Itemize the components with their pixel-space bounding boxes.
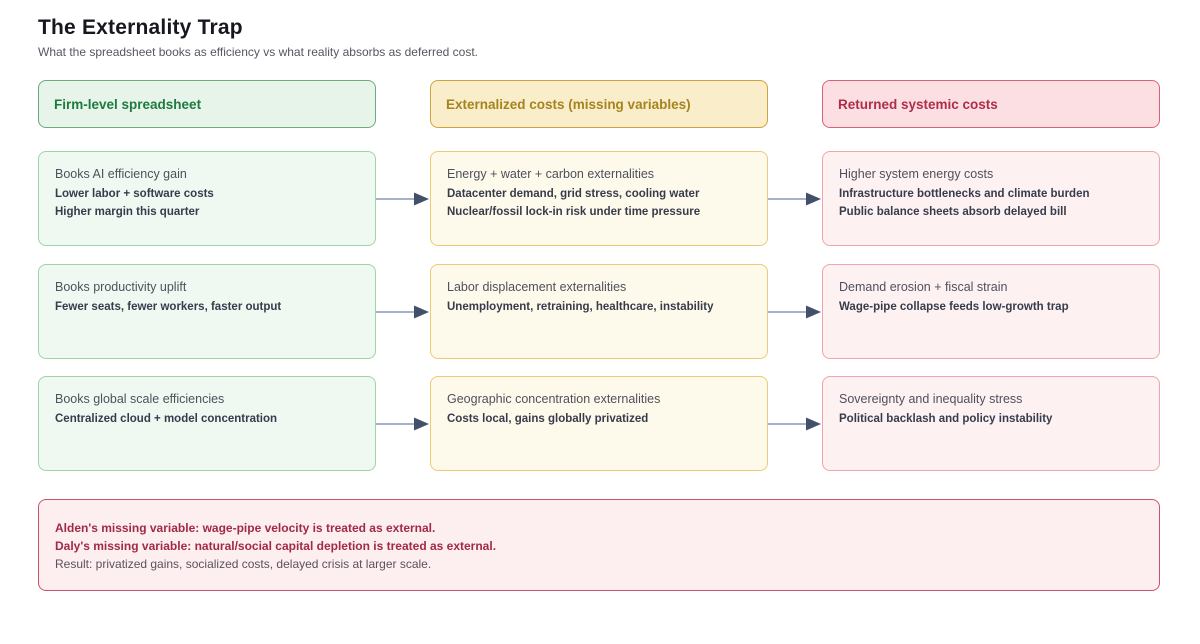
node-returned-row3: Sovereignty and inequality stress Politi… (822, 376, 1160, 471)
node-title: Demand erosion + fiscal strain (839, 280, 1008, 294)
node-title: Labor displacement externalities (447, 280, 627, 294)
flow-row: Books AI efficiency gain Lower labor + s… (38, 151, 1160, 246)
arrow-cell (768, 376, 822, 471)
node-firm-row3: Books global scale efficiencies Centrali… (38, 376, 376, 471)
node-firm-row2: Books productivity uplift Fewer seats, f… (38, 264, 376, 359)
node-title: Books productivity uplift (55, 280, 187, 294)
node-detail: Wage-pipe collapse feeds low-growth trap (839, 301, 1069, 313)
footnote-alden: Alden's missing variable: wage-pipe velo… (55, 521, 436, 535)
arrow-cell (376, 264, 430, 359)
node-detail: Higher margin this quarter (55, 206, 200, 218)
node-detail: Lower labor + software costs (55, 188, 214, 200)
node-detail: Costs local, gains globally privatized (447, 413, 649, 425)
page-subtitle: What the spreadsheet books as efficiency… (38, 45, 479, 59)
node-detail: Centralized cloud + model concentration (55, 413, 278, 425)
header-firm-level-spreadsheet: Firm-level spreadsheet (38, 80, 376, 128)
node-detail: Nuclear/fossil lock-in risk under time p… (447, 206, 701, 218)
node-detail: Political backlash and policy instabilit… (839, 413, 1053, 425)
arrow-cell (376, 376, 430, 471)
node-title: Books AI efficiency gain (55, 167, 187, 181)
node-externalized-row2: Labor displacement externalities Unemplo… (430, 264, 768, 359)
node-detail: Unemployment, retraining, healthcare, in… (447, 301, 714, 313)
header-spacer (376, 80, 430, 128)
node-title: Sovereignty and inequality stress (839, 392, 1023, 406)
arrow-right-icon (376, 305, 429, 318)
header-externalized-costs: Externalized costs (missing variables) (430, 80, 768, 128)
footnote-result: Result: privatized gains, socialized cos… (55, 557, 432, 571)
node-title: Geographic concentration externalities (447, 392, 661, 406)
arrow-cell (768, 264, 822, 359)
node-externalized-row1: Energy + water + carbon externalities Da… (430, 151, 768, 246)
node-detail: Infrastructure bottlenecks and climate b… (839, 188, 1090, 200)
node-externalized-row3: Geographic concentration externalities C… (430, 376, 768, 471)
flow-row: Books global scale efficiencies Centrali… (38, 376, 1160, 471)
node-detail: Fewer seats, fewer workers, faster outpu… (55, 301, 282, 313)
footnote-daly: Daly's missing variable: natural/social … (55, 539, 497, 553)
node-detail: Public balance sheets absorb delayed bil… (839, 206, 1067, 218)
arrow-right-icon (376, 417, 429, 430)
arrow-right-icon (768, 417, 821, 430)
header-spacer (768, 80, 822, 128)
arrow-right-icon (768, 192, 821, 205)
header-returned-systemic-costs: Returned systemic costs (822, 80, 1160, 128)
node-returned-row2: Demand erosion + fiscal strain Wage-pipe… (822, 264, 1160, 359)
node-detail: Datacenter demand, grid stress, cooling … (447, 188, 700, 200)
page-title: The Externality Trap (38, 16, 243, 39)
node-firm-row1: Books AI efficiency gain Lower labor + s… (38, 151, 376, 246)
node-returned-row1: Higher system energy costs Infrastructur… (822, 151, 1160, 246)
arrow-right-icon (768, 305, 821, 318)
footnote-box: Alden's missing variable: wage-pipe velo… (38, 499, 1160, 591)
flow-row: Books productivity uplift Fewer seats, f… (38, 264, 1160, 359)
node-title: Higher system energy costs (839, 167, 994, 181)
arrow-cell (376, 151, 430, 246)
column-headers-row: Firm-level spreadsheet Externalized cost… (38, 80, 1160, 128)
node-title: Energy + water + carbon externalities (447, 167, 655, 181)
node-title: Books global scale efficiencies (55, 392, 225, 406)
arrow-cell (768, 151, 822, 246)
arrow-right-icon (376, 192, 429, 205)
